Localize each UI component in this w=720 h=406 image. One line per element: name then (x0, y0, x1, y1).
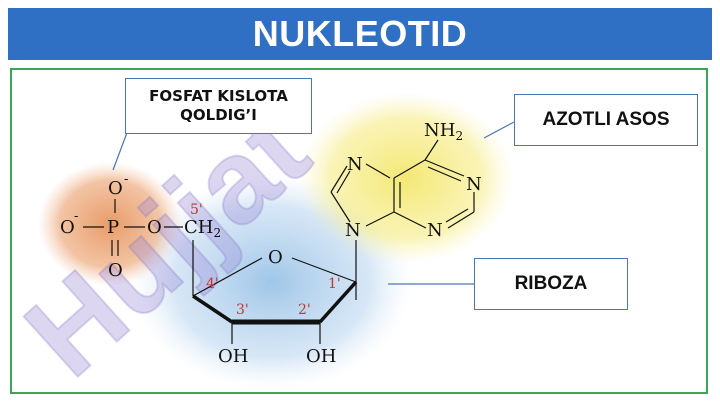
bond-c5-c6 (393, 159, 426, 179)
carbon-number-5: 5' (190, 202, 203, 218)
page-title: NUKLEOTID (252, 13, 468, 54)
label-azotli-asos: AZOTLI ASOS (514, 94, 698, 146)
diagram-frame (10, 68, 708, 394)
ch2-group: CH2 (184, 217, 221, 240)
amino-group: NH2 (424, 120, 463, 143)
base-n7: N (347, 154, 363, 175)
connector-azot (483, 121, 515, 139)
bond-c2-n3-double (445, 208, 469, 223)
phosphate-o-left-minus: - (74, 209, 78, 224)
phosphate-o-top: O (108, 178, 123, 199)
carbon-number-3: 3' (236, 302, 249, 318)
phosphate-o-bottom: O (108, 260, 123, 281)
title-bar: NUKLEOTID (8, 8, 712, 60)
base-n9: N (345, 220, 361, 241)
base-n1: N (466, 174, 482, 195)
ring-oxygen: O (268, 247, 283, 268)
oh-3: OH (218, 346, 248, 367)
carbon-number-2: 2' (298, 302, 311, 318)
oh-2: OH (306, 346, 336, 367)
bond-c6-n1 (424, 159, 465, 177)
label-fosfat-kislota: FOSFAT KISLOTA QOLDIG’I (125, 78, 312, 134)
bond-n9-c4 (365, 211, 395, 227)
bond-c8-n7 (330, 165, 348, 193)
bond-c6-n1-double (427, 166, 462, 182)
base-n3: N (427, 220, 443, 241)
carbon-number-1: 1' (328, 276, 341, 292)
bond-c4-o (192, 257, 263, 297)
phosphate-o-top-minus: - (124, 172, 128, 187)
bond-o-c1 (291, 257, 357, 283)
carbon-number-4: 4' (206, 276, 219, 292)
phosphate-o-right: O (147, 217, 162, 238)
bond-c4-c3 (192, 294, 233, 324)
bond-c2-c1 (318, 280, 358, 324)
bond-n9-c8 (330, 191, 351, 223)
bond-c8-n7-double (336, 170, 351, 194)
bond-c6-nh2 (424, 139, 439, 161)
connector-fosfat (112, 129, 129, 171)
bond-n3-c4 (393, 211, 427, 229)
label-riboza: RIBOZA (474, 258, 628, 310)
phosphate-o-left: O (60, 217, 75, 238)
bond-c2-n3 (447, 211, 475, 229)
bond-n7-c5 (365, 163, 391, 179)
phosphate-p: P (107, 217, 119, 238)
